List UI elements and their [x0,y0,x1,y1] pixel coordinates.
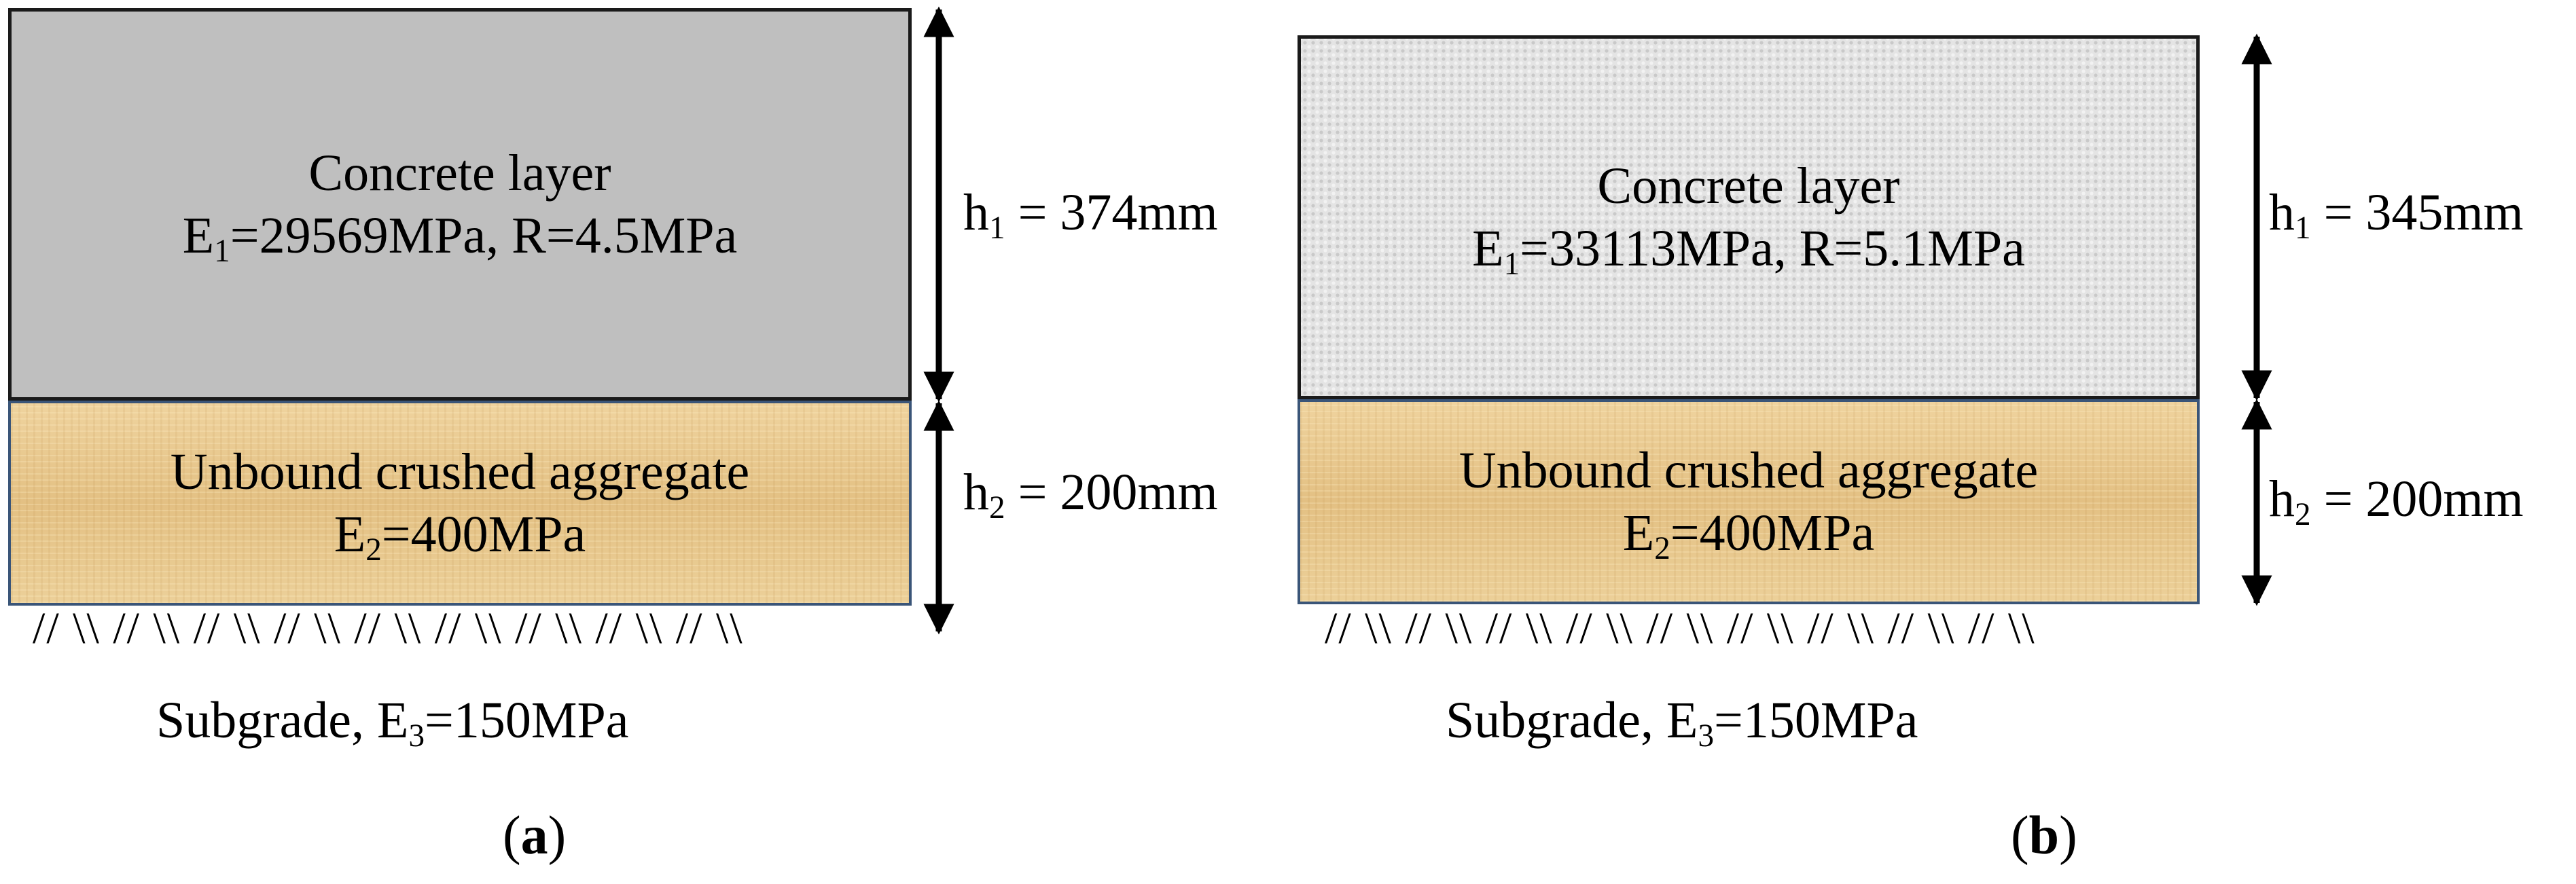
caption-a: (a) [503,806,567,866]
subgrade-label-a: Subgrade, E3=150MPa [156,692,629,754]
thickness-h2-b: h2 = 200mm [2269,471,2524,533]
subgrade-label-b: Subgrade, E3=150MPa [1446,692,1918,754]
concrete-layer-b: Concrete layer E1=33113MPa, R=5.1MPa [1298,35,2200,399]
aggregate-layer-a-name: Unbound crushed aggregate [170,443,750,500]
concrete-layer-b-name: Concrete layer [1597,158,1900,215]
concrete-layer-b-properties: E1=33113MPa, R=5.1MPa [1472,220,2025,282]
aggregate-layer-a: Unbound crushed aggregate E2=400MPa [8,401,912,606]
thickness-h1-a: h1 = 374mm [963,184,1218,246]
thickness-h2-a: h2 = 200mm [963,464,1218,526]
subgrade-hatch-b: // \\ // \\ // \\ // \\ // \\ // \\ // \… [1325,604,2036,653]
aggregate-layer-a-properties: E2=400MPa [334,506,586,568]
aggregate-layer-b-properties: E2=400MPa [1622,504,1875,567]
subgrade-hatch-a: // \\ // \\ // \\ // \\ // \\ // \\ // \… [33,604,744,653]
thickness-h1-b: h1 = 345mm [2269,184,2524,246]
caption-b: (b) [2011,806,2077,866]
concrete-layer-a-properties: E1=29569MPa, R=4.5MPa [182,207,738,270]
aggregate-layer-b-name: Unbound crushed aggregate [1459,442,2039,499]
concrete-layer-a-name: Concrete layer [308,145,611,202]
concrete-layer-a: Concrete layer E1=29569MPa, R=4.5MPa [8,8,912,401]
aggregate-layer-b: Unbound crushed aggregate E2=400MPa [1298,399,2200,604]
